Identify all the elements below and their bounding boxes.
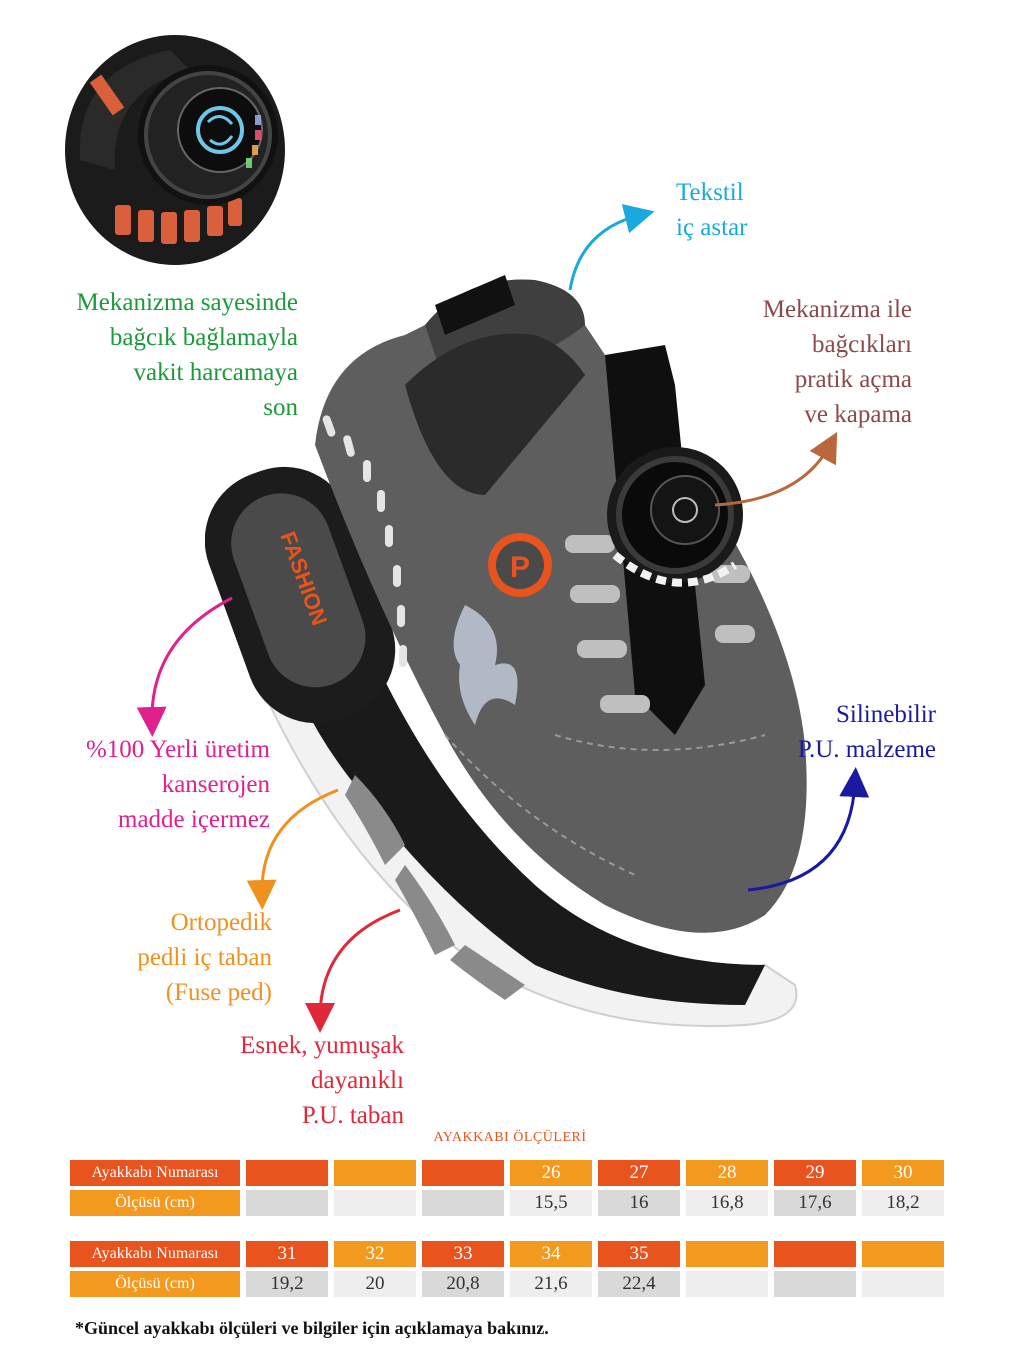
- measure-cell: 19,2: [246, 1271, 328, 1297]
- size-cell: [422, 1160, 504, 1186]
- size-row-measures: Ölçüsü (cm) 15,5 16 16,8 17,6 18,2: [70, 1190, 960, 1216]
- row-label-number: Ayakkabı Numarası: [70, 1160, 240, 1186]
- size-cell: [686, 1241, 768, 1267]
- size-row-numbers: Ayakkabı Numarası 26 27 28 29 30: [70, 1160, 960, 1186]
- size-table-2: Ayakkabı Numarası 31 32 33 34 35 Ölçüsü …: [70, 1241, 960, 1301]
- measure-cell: [422, 1190, 504, 1216]
- measure-cell: [774, 1271, 856, 1297]
- annotation-tekstil: Tekstil iç astar: [676, 179, 748, 241]
- shoe-image: FASHION P: [205, 275, 807, 1028]
- logo-letter: P: [510, 551, 530, 584]
- size-row-numbers: Ayakkabı Numarası 31 32 33 34 35: [70, 1241, 960, 1267]
- measure-cell: 15,5: [510, 1190, 592, 1216]
- measure-cell: [334, 1190, 416, 1216]
- size-cell: 26: [510, 1160, 592, 1186]
- size-cell: [774, 1241, 856, 1267]
- size-cell: [334, 1160, 416, 1186]
- size-cell: 30: [862, 1160, 944, 1186]
- row-label-measure: Ölçüsü (cm): [70, 1271, 240, 1297]
- measure-cell: [862, 1271, 944, 1297]
- size-cell: 32: [334, 1241, 416, 1267]
- size-cell: 31: [246, 1241, 328, 1267]
- size-cell: 29: [774, 1160, 856, 1186]
- annotation-mekanizma-left: Mekanizma sayesinde bağcık bağlamayla va…: [76, 289, 298, 421]
- measure-cell: 16,8: [686, 1190, 768, 1216]
- size-chart-title: AYAKKABI ÖLÇÜLERİ: [433, 1130, 587, 1145]
- size-cell: 35: [598, 1241, 680, 1267]
- row-label-measure: Ölçüsü (cm): [70, 1190, 240, 1216]
- mechanism-closeup-image: [65, 35, 285, 265]
- measure-cell: 17,6: [774, 1190, 856, 1216]
- row-label-number: Ayakkabı Numarası: [70, 1241, 240, 1267]
- size-table-1: Ayakkabı Numarası 26 27 28 29 30 Ölçüsü …: [70, 1160, 960, 1220]
- measure-cell: 20: [334, 1271, 416, 1297]
- size-row-measures: Ölçüsü (cm) 19,2 20 20,8 21,6 22,4: [70, 1271, 960, 1297]
- measure-cell: 20,8: [422, 1271, 504, 1297]
- size-cell: 28: [686, 1160, 768, 1186]
- footnote: *Güncel ayakkabı ölçüleri ve bilgiler iç…: [75, 1318, 549, 1338]
- annotation-yerli: %100 Yerli üretim kanserojen madde içerm…: [85, 736, 270, 833]
- size-cell: [246, 1160, 328, 1186]
- size-cell: 34: [510, 1241, 592, 1267]
- annotation-esnek: Esnek, yumuşak dayanıklı P.U. taban: [240, 1032, 404, 1129]
- size-cell: 27: [598, 1160, 680, 1186]
- annotation-ortopedik: Ortopedik pedli iç taban (Fuse ped): [137, 909, 272, 1006]
- size-cell: 33: [422, 1241, 504, 1267]
- annotation-silinebilir: Silinebilir P.U. malzeme: [797, 701, 936, 763]
- measure-cell: 16: [598, 1190, 680, 1216]
- annotation-mekanizma-right: Mekanizma ile bağcıkları pratik açma ve …: [762, 296, 912, 428]
- size-cell: [862, 1241, 944, 1267]
- measure-cell: [246, 1190, 328, 1216]
- measure-cell: 21,6: [510, 1271, 592, 1297]
- measure-cell: 22,4: [598, 1271, 680, 1297]
- measure-cell: 18,2: [862, 1190, 944, 1216]
- measure-cell: [686, 1271, 768, 1297]
